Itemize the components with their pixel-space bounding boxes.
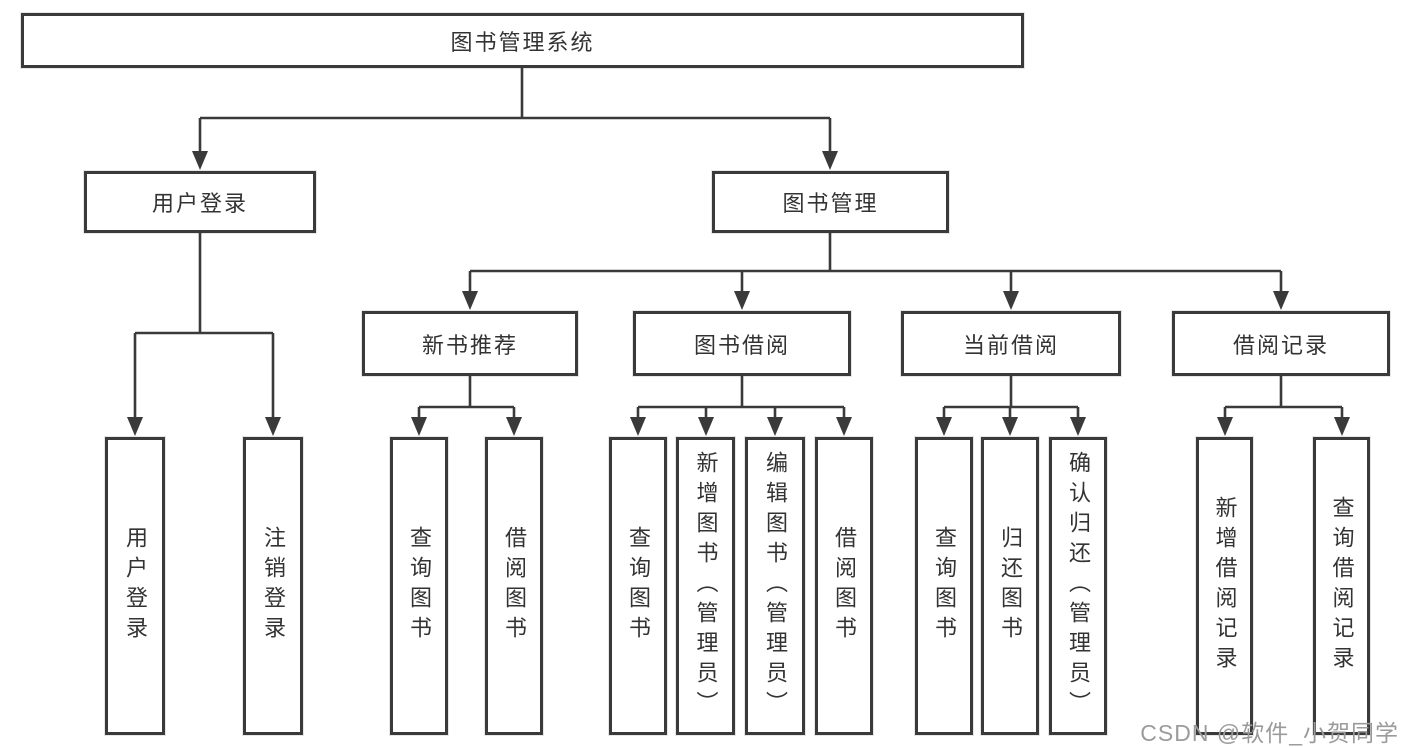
node-current-borrow: 当前借阅 xyxy=(901,311,1121,376)
arrowhead xyxy=(936,417,952,436)
connector-root-to-level2 xyxy=(198,68,832,152)
leaf-label: 新增图书（管理员） xyxy=(693,451,719,721)
node-label: 借阅记录 xyxy=(1232,332,1329,358)
arrowhead xyxy=(265,417,281,436)
watermark: CSDN @软件_小贺同学 xyxy=(1140,720,1399,746)
leaf-add-borrow-record: 新增借阅记录 xyxy=(1196,437,1253,735)
node-book-management: 图书管理 xyxy=(712,171,949,233)
leaf-edit-book-admin: 编辑图书（管理员） xyxy=(745,437,805,735)
leaf-label: 新增借阅记录 xyxy=(1212,496,1238,676)
leaf-query-borrow-record: 查询借阅记录 xyxy=(1313,437,1370,735)
leaf-logout: 注销登录 xyxy=(243,437,303,735)
connector-user-login-children xyxy=(133,233,275,418)
arrowhead xyxy=(127,417,143,436)
node-label: 当前借阅 xyxy=(962,332,1059,358)
connector-book-management-children xyxy=(468,233,1283,293)
connector-borrow-record-children xyxy=(1223,376,1344,418)
leaf-label: 编辑图书（管理员） xyxy=(763,451,788,721)
node-label: 图书管理系统 xyxy=(450,29,595,55)
arrowhead xyxy=(822,151,838,170)
leaf-label: 确认归还（管理员） xyxy=(1066,451,1091,721)
arrowhead xyxy=(1003,291,1019,310)
arrowhead xyxy=(1334,417,1350,436)
arrowhead xyxy=(411,417,427,436)
connector-current-borrow-children xyxy=(942,376,1080,418)
node-user-login: 用户登录 xyxy=(84,171,316,233)
arrowhead xyxy=(698,417,714,436)
leaf-borrow-books: 借阅图书 xyxy=(815,437,873,735)
arrowhead xyxy=(192,151,208,170)
leaf-label: 用户登录 xyxy=(123,526,148,646)
arrowhead xyxy=(1070,417,1086,436)
node-book-borrow: 图书借阅 xyxy=(633,311,851,376)
connector-new-book-children xyxy=(417,376,516,418)
leaf-query-books-borrow: 查询图书 xyxy=(609,437,667,735)
arrowhead xyxy=(1217,417,1233,436)
leaf-query-books-current: 查询图书 xyxy=(915,437,973,735)
arrowhead xyxy=(462,291,478,310)
arrowhead xyxy=(1273,291,1289,310)
node-borrow-records: 借阅记录 xyxy=(1172,311,1390,376)
leaf-label: 查询图书 xyxy=(626,526,651,646)
leaf-label: 查询图书 xyxy=(407,526,432,646)
leaf-return-book: 归还图书 xyxy=(981,437,1039,735)
leaf-label: 借阅图书 xyxy=(832,526,857,646)
node-label: 新书推荐 xyxy=(421,332,518,358)
leaf-label: 注销登录 xyxy=(261,526,286,646)
connector-book-borrow-children xyxy=(636,376,846,418)
leaf-label: 查询图书 xyxy=(932,526,957,646)
arrowhead xyxy=(1002,417,1018,436)
leaf-user-login: 用户登录 xyxy=(105,437,165,735)
leaf-borrow-books-recommend: 借阅图书 xyxy=(485,437,543,735)
leaf-label: 借阅图书 xyxy=(502,526,527,646)
arrowhead xyxy=(734,291,750,310)
arrowhead xyxy=(506,417,522,436)
node-label: 图书借阅 xyxy=(693,332,790,358)
leaf-confirm-return-admin: 确认归还（管理员） xyxy=(1049,437,1107,735)
leaf-add-book-admin: 新增图书（管理员） xyxy=(676,437,735,735)
node-new-book-recommend: 新书推荐 xyxy=(362,311,578,376)
arrowhead xyxy=(767,417,783,436)
node-label: 图书管理 xyxy=(782,191,879,216)
node-label: 用户登录 xyxy=(151,191,248,216)
leaf-label: 归还图书 xyxy=(998,526,1023,646)
leaf-label: 查询借阅记录 xyxy=(1329,496,1355,676)
node-library-management-system: 图书管理系统 xyxy=(21,13,1024,68)
arrowhead xyxy=(836,417,852,436)
leaf-query-books-recommend: 查询图书 xyxy=(390,437,448,735)
arrowhead xyxy=(630,417,646,436)
